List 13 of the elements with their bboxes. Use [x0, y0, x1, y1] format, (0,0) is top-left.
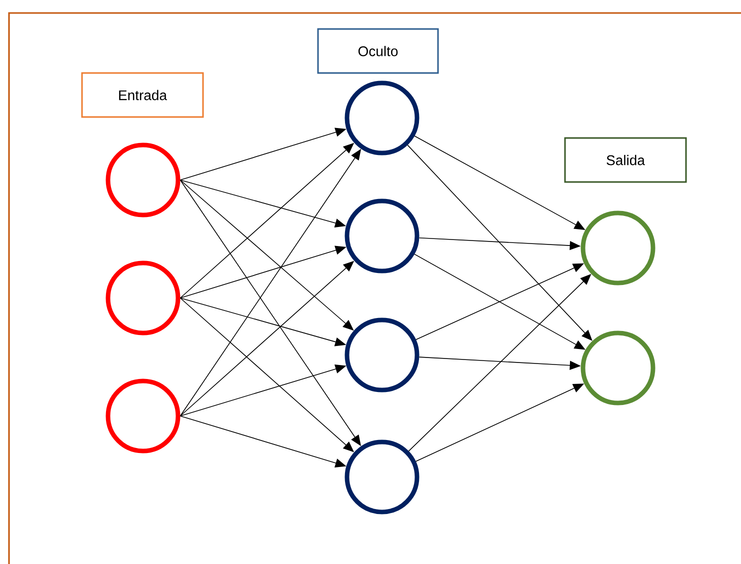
arrow: [407, 144, 592, 341]
layer-label-box: Entrada: [81, 72, 204, 118]
neuron-circle: [106, 378, 180, 454]
neuron-circle: [344, 80, 420, 156]
neuron-circle: [580, 330, 656, 406]
neuron-circle: [344, 198, 420, 274]
neuron-circle: [344, 318, 420, 392]
neuron-circle: [344, 440, 420, 514]
neuron-circle: [106, 142, 180, 218]
layer-label-box: Salida: [564, 137, 687, 183]
neuron-circle: [580, 210, 656, 286]
layer-label-box: Oculto: [317, 28, 439, 74]
neuron-circle: [106, 260, 180, 336]
